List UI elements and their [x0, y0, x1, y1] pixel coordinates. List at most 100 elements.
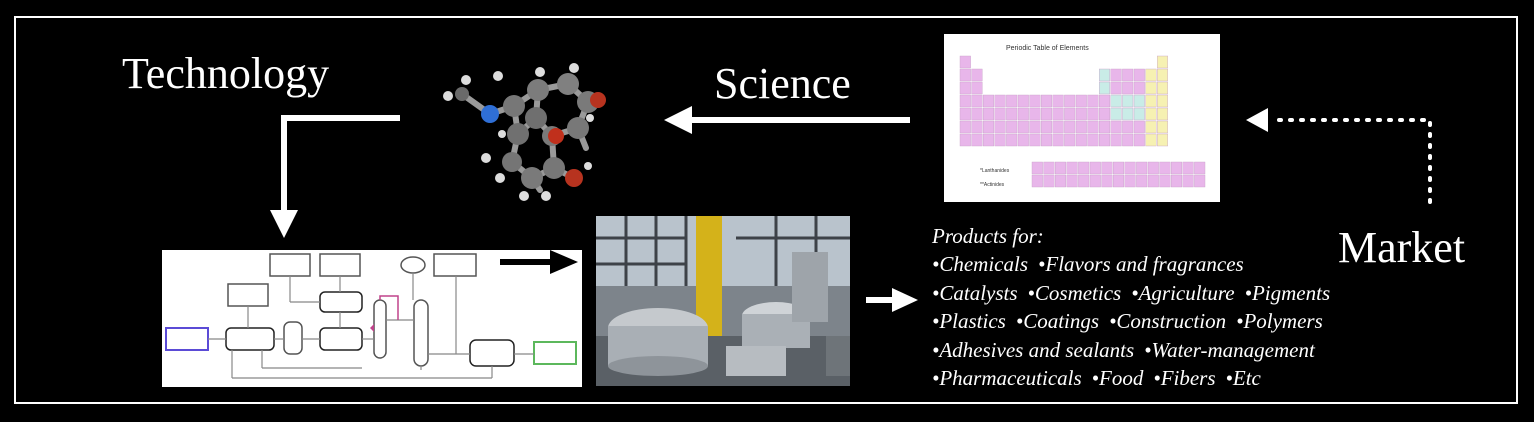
element-cell	[1075, 94, 1087, 108]
element-cell	[1133, 120, 1145, 134]
yellow-pillar	[696, 216, 722, 336]
element-cell	[1156, 81, 1168, 95]
technology-arrow-head	[270, 210, 298, 238]
element-cell	[1040, 120, 1052, 134]
element-cell	[1145, 68, 1157, 82]
element-cell	[1145, 107, 1157, 121]
product-item: •Chemicals	[932, 252, 1029, 277]
element-cell	[1159, 174, 1171, 188]
element-cell	[971, 81, 983, 95]
element-cell	[1029, 120, 1041, 134]
element-cell	[959, 133, 971, 147]
element-cell	[1031, 174, 1043, 188]
element-cell	[983, 133, 995, 147]
element-cell	[1194, 174, 1206, 188]
element-cell	[983, 94, 995, 108]
element-cell	[1110, 133, 1122, 147]
element-cell	[1087, 107, 1099, 121]
actinides-label: **Actinides	[980, 182, 1005, 188]
product-item: •Catalysts	[932, 280, 1018, 305]
periodic-table-title: Periodic Table of Elements	[1006, 45, 1089, 52]
element-cell	[1122, 120, 1134, 134]
element-cell	[1029, 133, 1041, 147]
element-cell	[1101, 161, 1113, 175]
window-frames	[596, 216, 850, 286]
product-item: •Construction	[1109, 309, 1227, 334]
element-cell	[1075, 120, 1087, 134]
element-cell	[1064, 107, 1076, 121]
element-cell	[1029, 107, 1041, 121]
flow-to-plant-arrow-head	[550, 250, 578, 274]
element-cell	[1112, 174, 1124, 188]
element-cell	[994, 133, 1006, 147]
market-dotted-arrow-head	[1246, 108, 1268, 132]
element-cell	[1052, 133, 1064, 147]
element-cell	[1098, 81, 1110, 95]
product-item: •Fibers	[1153, 366, 1216, 391]
element-cell	[1133, 107, 1145, 121]
element-cell	[1052, 94, 1064, 108]
element-cell	[1089, 174, 1101, 188]
products-list: Products for: •Chemicals•Flavors and fra…	[932, 222, 1340, 392]
lanthanides-label: *Lanthanides	[980, 168, 1010, 174]
recycle-arrowhead	[370, 324, 374, 332]
element-cell	[1136, 161, 1148, 175]
element-cell	[1147, 174, 1159, 188]
element-cell	[1052, 107, 1064, 121]
element-cell	[959, 55, 971, 69]
element-cell	[1098, 94, 1110, 108]
element-cell	[1124, 161, 1136, 175]
element-cell	[1110, 120, 1122, 134]
element-cell	[1145, 81, 1157, 95]
element-cell	[1040, 133, 1052, 147]
element-cell	[971, 94, 983, 108]
element-cell	[1017, 94, 1029, 108]
element-cell	[1110, 68, 1122, 82]
element-cell	[983, 107, 995, 121]
element-cell	[1145, 120, 1157, 134]
element-cell	[1110, 94, 1122, 108]
element-cell	[971, 133, 983, 147]
element-cell	[1170, 161, 1182, 175]
element-cell	[1017, 107, 1029, 121]
technology-label: Technology	[122, 49, 330, 98]
element-cell	[1064, 94, 1076, 108]
product-item: •Water-management	[1144, 337, 1315, 362]
element-cell	[1089, 161, 1101, 175]
element-cell	[1054, 174, 1066, 188]
element-cell	[1098, 107, 1110, 121]
element-cell	[1040, 94, 1052, 108]
market-dotted-arrow-line	[1268, 118, 1432, 204]
element-cell	[1159, 161, 1171, 175]
element-cell	[1133, 94, 1145, 108]
product-item: •Adhesives and sealants	[932, 337, 1135, 362]
element-cell	[959, 120, 971, 134]
element-cell	[994, 94, 1006, 108]
element-cell	[1017, 133, 1029, 147]
element-cell	[1031, 161, 1043, 175]
element-cell	[994, 120, 1006, 134]
element-cell	[1075, 107, 1087, 121]
product-item: •Cosmetics	[1027, 280, 1122, 305]
product-row: •Catalysts•Cosmetics•Agriculture•Pigment…	[932, 279, 1340, 307]
element-cell	[1124, 174, 1136, 188]
element-cell	[1110, 107, 1122, 121]
technology-arrow-line	[281, 115, 400, 214]
element-cell	[1133, 81, 1145, 95]
element-cell	[1098, 120, 1110, 134]
element-cell	[1066, 174, 1078, 188]
product-item: •Flavors and fragrances	[1038, 252, 1244, 277]
element-cell	[1145, 94, 1157, 108]
element-cell	[1182, 161, 1194, 175]
flow-lines	[208, 273, 534, 379]
product-rows: •Chemicals •Flavors and fragrances •Cataly…	[932, 250, 1340, 392]
element-cell	[1054, 161, 1066, 175]
element-cell	[1006, 107, 1018, 121]
product-item: •Food	[1091, 366, 1144, 391]
element-cell	[1087, 133, 1099, 147]
product-row: •Chemicals •Flavors and fragrances	[932, 250, 1340, 278]
element-cell	[1122, 133, 1134, 147]
product-item: •Pharmaceuticals	[932, 366, 1082, 391]
element-cell	[1122, 81, 1134, 95]
